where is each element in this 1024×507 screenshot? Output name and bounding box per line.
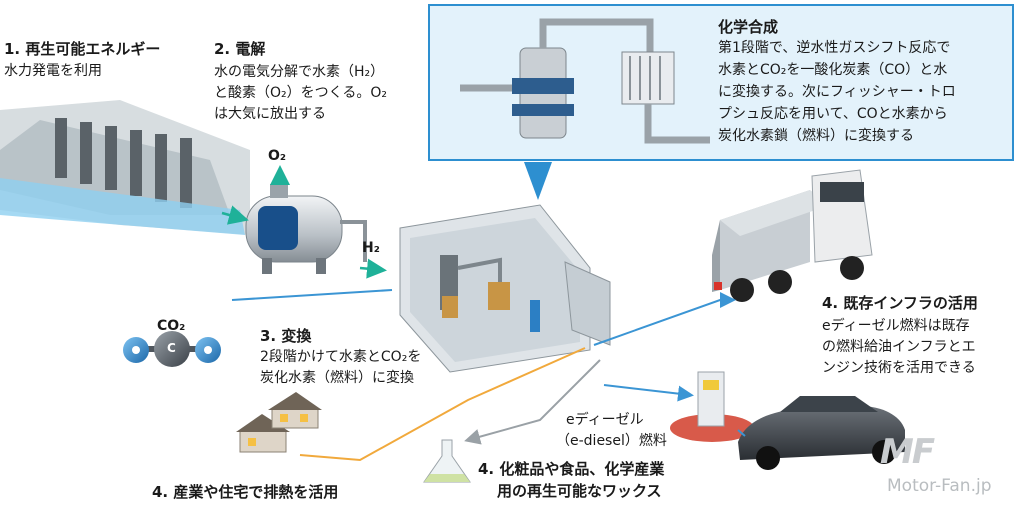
synthesis-line-5: 炭化水素鎖（燃料）に変換する [718,128,914,144]
step4-wax-line-2: 用の再生可能なワックス [497,482,662,500]
process-container-illustration [399,204,611,373]
step1-body: 水力発電を利用 [4,63,102,79]
step4-infra-line-1: eディーゼル燃料は既存 [822,318,970,334]
line-co2-in [231,289,393,301]
watermark-text: Motor-Fan.jp [887,476,992,496]
step2-line-3: は大気に放出する [214,106,326,122]
flow-lines [221,165,746,462]
step3-title: 3. 変換 [260,327,312,345]
line-to-wax [464,359,601,445]
synthesis-title: 化学合成 [718,18,779,36]
h2-label: H₂ [362,240,380,256]
step1-title: 1. 再生可能エネルギー [4,40,161,58]
co2-atom-label: C [167,341,176,355]
electrolyser-tank-illustration [245,184,367,274]
line-to-car [737,429,746,437]
line-to-pump [603,384,694,402]
callout-pointer [524,162,552,200]
line-heat-to-houses [299,347,586,462]
step4-wax-line-1: 4. 化粧品や食品、化学産業 [478,460,665,478]
tanker-truck-illustration [712,169,873,302]
reactor-illustration [460,18,710,144]
step2-title: 2. 電解 [214,40,266,58]
step2-line-1: 水の電気分解で水素（H₂） [214,64,385,80]
co2-label: CO₂ [157,318,186,334]
synthesis-line-1: 第1段階で、逆水性ガスシフト反応で [718,40,951,56]
step4-infra-line-3: ンジン技術を活用できる [822,360,976,376]
arrow-h2-in [359,258,387,279]
watermark-logo: MF [880,432,935,472]
step4-infra-title: 4. 既存インフラの活用 [822,294,978,312]
synthesis-line-4: プシュ反応を用いて、COと水素から [718,106,948,122]
o2-label: O₂ [268,148,287,164]
step4-heat-title: 4. 産業や住宅で排熱を活用 [152,483,339,501]
step3-line-2: 炭化水素（燃料）に変換 [260,370,414,386]
chemical-synthesis-panel: 化学合成 第1段階で、逆水性ガスシフト反応で 水素とCO₂を一酸化炭素（CO）と… [428,4,1014,161]
co2-molecule-illustration [123,331,221,367]
step4-infra-line-2: の燃料給油インフラとエ [822,339,976,355]
line-to-truck [593,292,736,346]
arrow-energy-to-electrolyser [221,205,249,225]
ediesel-label-line-1: eディーゼル [566,412,644,428]
wax-flask-illustration [423,439,471,483]
synthesis-line-2: 水素とCO₂を一酸化炭素（CO）と水 [718,62,948,78]
fuel-pump-illustration [670,371,754,442]
step3-line-1: 2段階かけて水素とCO₂を [260,349,422,365]
step2-line-2: と酸素（O₂）をつくる。O₂ [214,85,387,101]
car-illustration [738,396,905,470]
synthesis-line-3: に変換する。次にフィッシャー・トロ [718,84,956,100]
houses-illustration [236,392,322,453]
ediesel-label-line-2: （e-diesel）燃料 [556,433,667,449]
hydropower-dam-illustration [0,100,250,235]
